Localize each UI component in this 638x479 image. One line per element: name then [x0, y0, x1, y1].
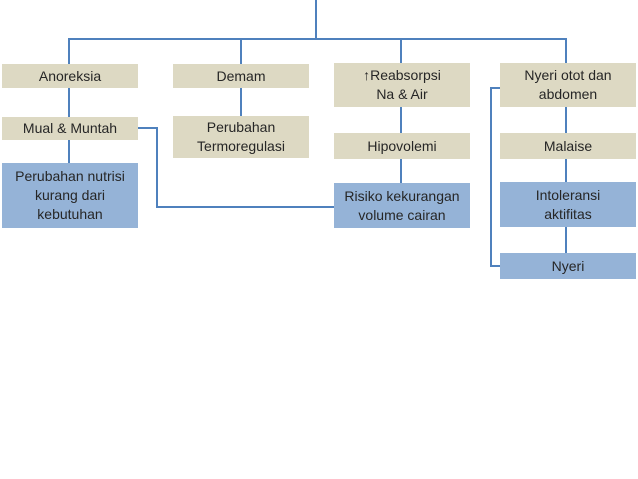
connector-nyeriotot-nyeri-h1 — [490, 87, 501, 89]
node-malaise: Malaise — [500, 133, 636, 159]
connector-mual-risiko-h1 — [138, 127, 158, 129]
connector-mual-risiko-h2 — [156, 206, 334, 208]
node-hipovolemi: Hipovolemi — [334, 133, 470, 159]
node-perubahan-nutrisi: Perubahan nutrisi kurang dari kebutuhan — [2, 163, 138, 228]
connector-trunk-stem — [315, 0, 317, 40]
connector-nyeriotot-malaise — [565, 107, 567, 133]
node-perubahan-termoregulasi: Perubahan Termoregulasi — [173, 116, 309, 158]
connector-mual-risiko-v — [156, 127, 158, 208]
node-nyeri: Nyeri — [500, 253, 636, 279]
node-mual-muntah: Mual & Muntah — [2, 117, 138, 140]
connector-reabsorpsi-hipovolemi — [400, 107, 402, 133]
connector-drop-anoreksia — [68, 38, 70, 65]
connector-anoreksia-mual — [68, 88, 70, 117]
node-demam: Demam — [173, 64, 309, 88]
node-anoreksia: Anoreksia — [2, 64, 138, 88]
connector-top-rail — [68, 38, 567, 40]
node-risiko-kekurangan-volume-cairan: Risiko kekurangan volume cairan — [334, 183, 470, 228]
connector-demam-termoregulasi — [240, 88, 242, 116]
connector-intoleransi-nyeri — [565, 227, 567, 253]
connector-nyeriotot-nyeri-h2 — [490, 265, 501, 267]
connector-hipovolemi-risiko — [400, 159, 402, 183]
node-reabsorpsi-na-air: ↑Reabsorpsi Na & Air — [334, 63, 470, 107]
connector-malaise-intoleransi — [565, 159, 567, 182]
connector-nyeriotot-nyeri-v — [490, 87, 492, 267]
connector-mual-nutrisi — [68, 140, 70, 163]
connector-drop-reabsorpsi — [400, 38, 402, 63]
connector-drop-demam — [240, 38, 242, 65]
connector-drop-nyeri-otot — [565, 38, 567, 63]
node-nyeri-otot-abdomen: Nyeri otot dan abdomen — [500, 63, 636, 107]
node-intoleransi-aktifitas: Intoleransi aktifitas — [500, 182, 636, 227]
